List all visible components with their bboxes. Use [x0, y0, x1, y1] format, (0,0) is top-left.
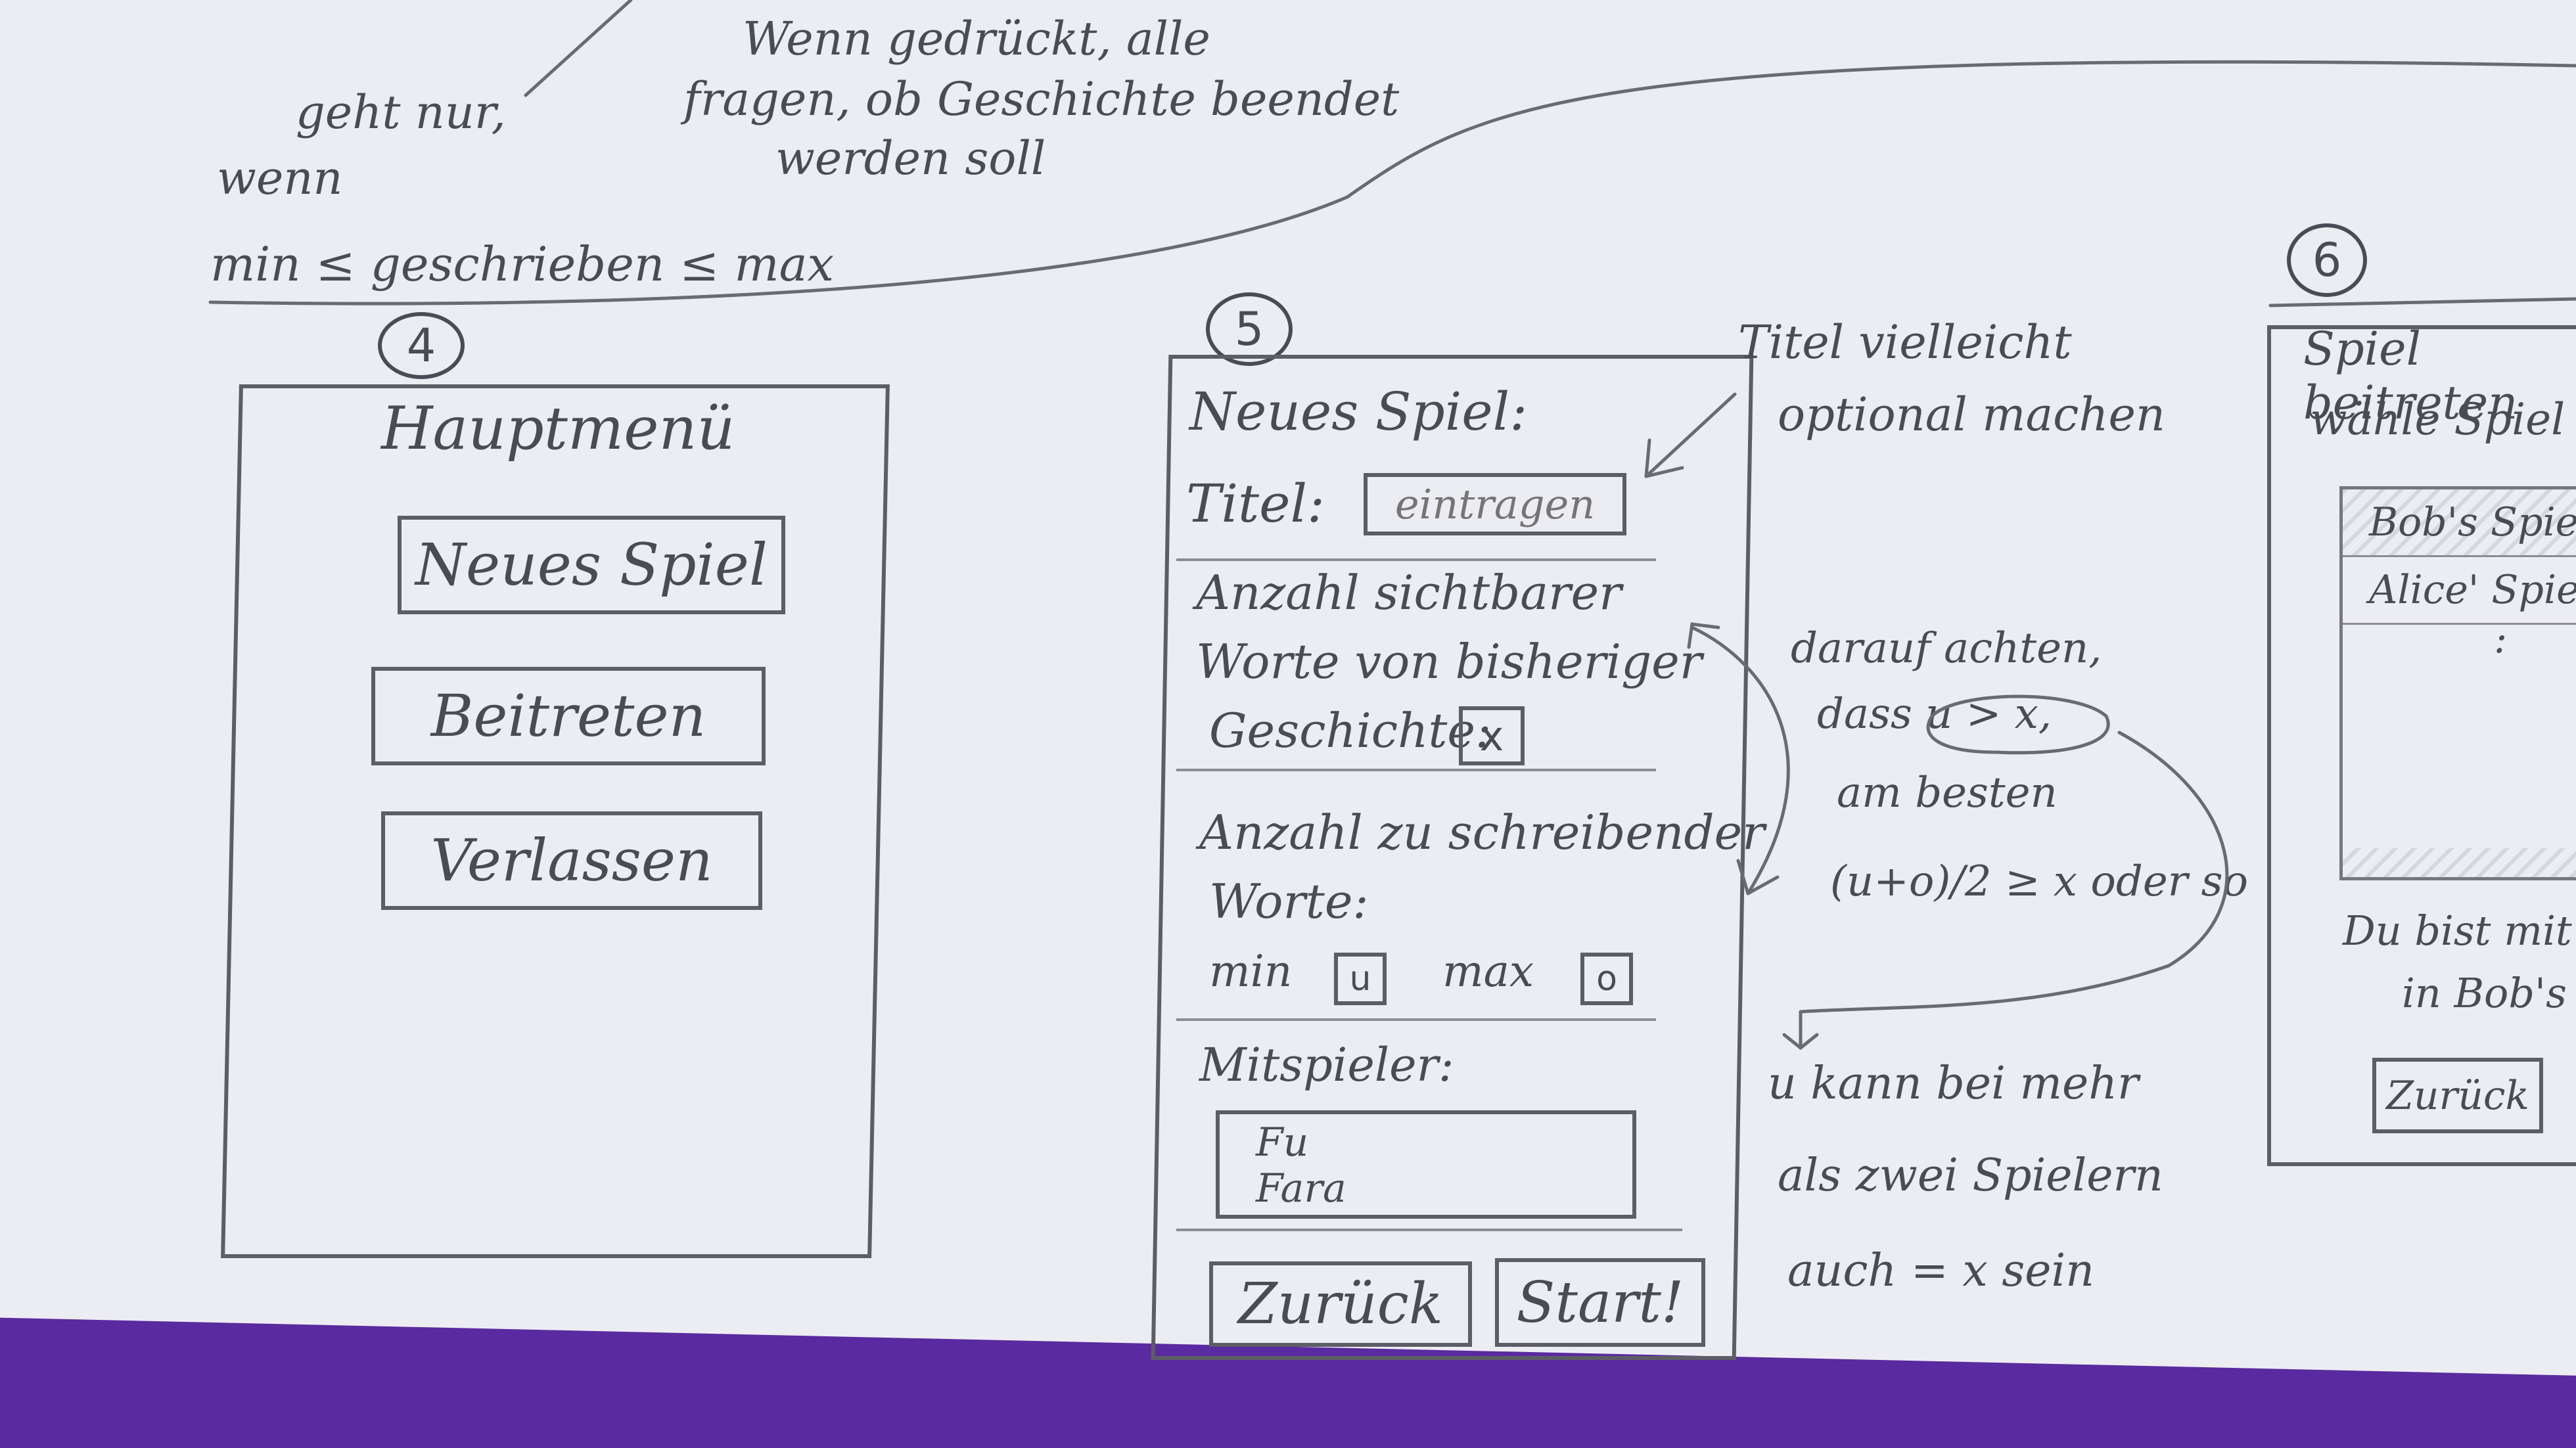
- min-words-input[interactable]: [1334, 953, 1387, 1005]
- screen4-number: 4: [378, 312, 465, 379]
- section-divider: [1176, 769, 1656, 771]
- join-game-screen: [2267, 325, 2576, 1166]
- section-divider: [1176, 1018, 1656, 1021]
- check-note-line4: (u+o)/2 ≥ x oder so: [1830, 857, 2249, 906]
- section-divider: [1176, 558, 1656, 561]
- game-list[interactable]: Bob's Spiel Alice' Spiel :: [2339, 486, 2576, 880]
- join-status-line1: Du bist mit: [2343, 907, 2572, 955]
- pointer-line: [524, 0, 633, 97]
- title-note-line1: Titel vielleicht: [1738, 315, 2072, 369]
- new-game-title: Neues Spiel:: [1189, 381, 1528, 442]
- more-games-indicator: :: [2343, 620, 2576, 848]
- constraint-arrowhead: [1736, 859, 1780, 895]
- players-list[interactable]: Fu Fara: [1216, 1110, 1636, 1219]
- u-note-line3: auch = x sein: [1787, 1245, 2095, 1297]
- back-button[interactable]: Zurück: [1209, 1261, 1472, 1347]
- title-note-arrow: [1644, 392, 1737, 478]
- player-item[interactable]: Fu: [1256, 1120, 1309, 1165]
- check-note-line3: am besten: [1837, 769, 2058, 817]
- write-words-label-line2: Worte:: [1209, 874, 1369, 929]
- constraint-arrow: [1690, 625, 1790, 895]
- visible-words-label-line3: Geschichte:: [1209, 703, 1492, 758]
- game-list-item-selected[interactable]: Bob's Spiel: [2343, 489, 2576, 557]
- choose-game-label: wähle Spiel: [2310, 394, 2565, 445]
- visible-words-label-line1: Anzahl sichtbarer: [1196, 565, 1622, 620]
- section-divider: [1176, 1229, 1682, 1231]
- start-button[interactable]: Start!: [1495, 1258, 1705, 1347]
- corner-mark: [1687, 622, 1720, 649]
- left-note-line1: geht nur,: [296, 85, 506, 139]
- players-label: Mitspieler:: [1199, 1038, 1454, 1092]
- leave-button[interactable]: Verlassen: [381, 811, 762, 910]
- ux-loop: [1799, 731, 2229, 1014]
- main-menu-title: Hauptmenü: [381, 394, 735, 463]
- title-note-line2: optional machen: [1778, 388, 2165, 441]
- top-note-line2: fragen, ob Geschichte beendet: [683, 72, 1400, 126]
- screen6-number: 6: [2287, 223, 2367, 297]
- ux-loop-arrow: [1782, 1010, 1819, 1051]
- title-note-arrowhead: [1644, 438, 1684, 478]
- left-note-line2: wenn: [217, 151, 343, 205]
- u-note-line2: als zwei Spielern: [1778, 1150, 2163, 1202]
- check-note-line1: darauf achten,: [1791, 624, 2102, 673]
- max-label: max: [1442, 946, 1534, 997]
- top-note-line1: Wenn gedrückt, alle: [743, 12, 1210, 66]
- visible-words-input[interactable]: [1459, 706, 1525, 765]
- new-game-button[interactable]: Neues Spiel: [398, 516, 785, 614]
- title-input[interactable]: [1364, 473, 1626, 535]
- join-game-title: Spiel beitreten: [2303, 322, 2518, 430]
- player-item[interactable]: Fara: [1256, 1165, 1346, 1211]
- top-note-line3: werden soll: [775, 131, 1046, 185]
- visible-words-label-line2: Worte von bisheriger: [1196, 634, 1703, 689]
- ux-highlight: [1926, 694, 2110, 755]
- u-note-line1: u kann bei mehr: [1768, 1058, 2139, 1110]
- game-list-item[interactable]: Alice' Spiel: [2343, 557, 2576, 625]
- max-words-input[interactable]: [1580, 953, 1633, 1005]
- write-words-label-line1: Anzahl zu schreibender: [1199, 805, 1765, 860]
- left-note-line3: min ≤ geschrieben ≤ max: [210, 237, 835, 292]
- top-divider-line: [208, 60, 2576, 305]
- screen5-number: 5: [1206, 292, 1293, 366]
- join-status-line2: in Bob's: [2402, 969, 2567, 1017]
- min-label: min: [1209, 946, 1293, 997]
- title-label: Titel:: [1186, 473, 1325, 534]
- section-line-right: [2268, 297, 2576, 307]
- join-button[interactable]: Beitreten: [371, 667, 766, 765]
- join-back-button[interactable]: Zurück: [2372, 1058, 2543, 1133]
